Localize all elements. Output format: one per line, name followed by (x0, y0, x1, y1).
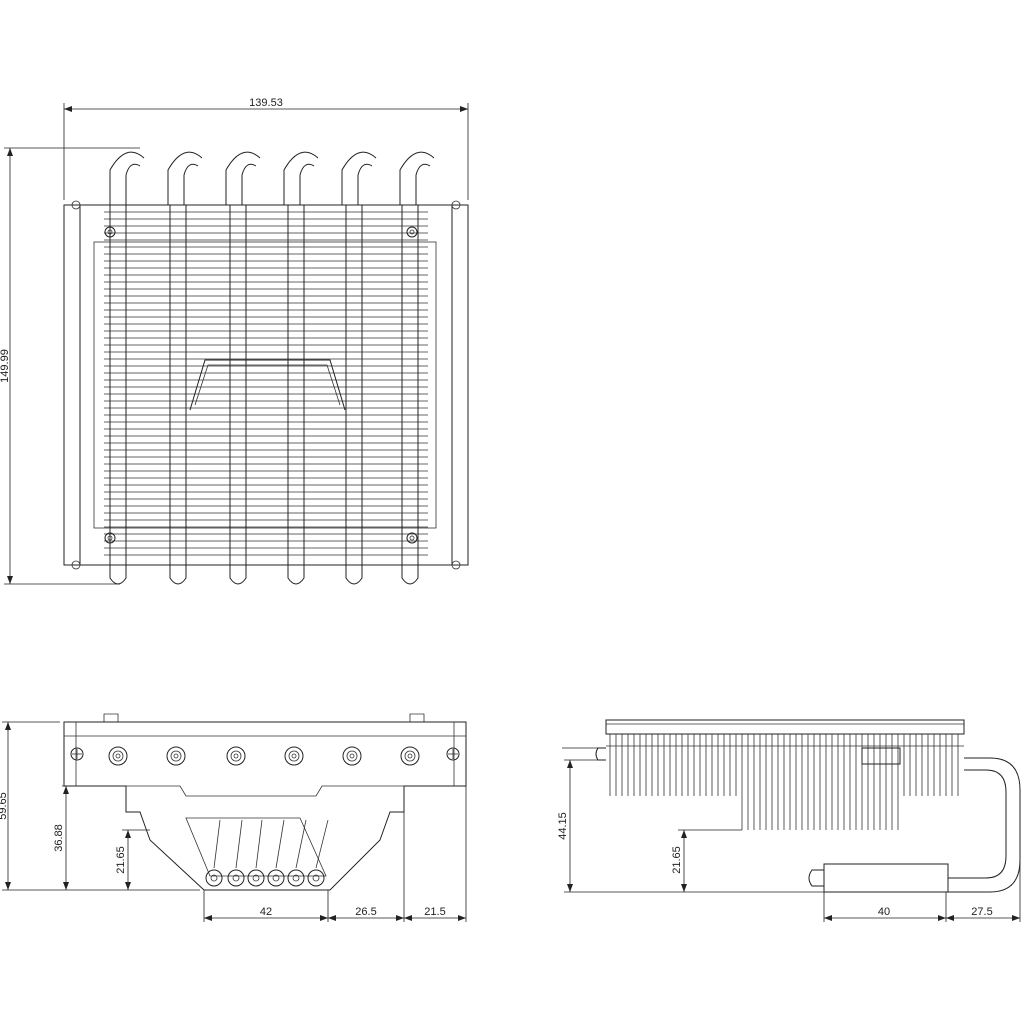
heat-pipe (401, 204, 419, 585)
heat-pipe (169, 204, 187, 585)
screw-icon (104, 226, 116, 238)
dimension-width: 139.53 (63, 97, 469, 200)
total-height-label: 59.65 (0, 792, 9, 820)
dimension-mid-height: 36.88 (53, 785, 126, 890)
base-pipe-icon (227, 869, 245, 887)
dimension-side-base-height: 21.65 (671, 829, 742, 892)
heat-pipe (345, 204, 363, 585)
mounting-screws (71, 200, 461, 570)
front-screw-right (446, 747, 460, 761)
side-view: 44.15 21.65 40 27.5 (557, 719, 1021, 922)
heat-pipes (109, 151, 435, 585)
right-offset-label: 26.5 (355, 906, 376, 918)
side-base (823, 863, 949, 893)
front-screw-left (70, 747, 84, 761)
pipe-end-icon (166, 746, 186, 766)
side-total-height-label: 44.15 (557, 812, 569, 840)
right-edge-label: 21.5 (424, 906, 445, 918)
front-view: 59.65 36.88 21.65 (0, 713, 467, 922)
dimension-base-width: 42 26.5 21.5 (203, 786, 467, 922)
screw-icon (104, 532, 116, 544)
height-label: 149.99 (0, 349, 11, 383)
heat-pipe (287, 204, 305, 585)
pipe-end-icon (226, 746, 246, 766)
pipe-offset-label: 27.5 (971, 906, 992, 918)
width-label: 139.53 (249, 97, 283, 109)
mounting-bracket (189, 359, 346, 411)
screw-icon (406, 532, 418, 544)
base-height-label: 21.65 (115, 846, 127, 874)
top-view: 139.53 149.99 (0, 97, 469, 585)
dimension-side-lengths: 40 27.5 (823, 860, 1021, 922)
dimension-side-height: 44.15 (557, 747, 824, 893)
pipe-end-icon (400, 746, 420, 766)
dimension-base-height: 21.65 (115, 829, 150, 890)
front-view-outline (63, 721, 467, 891)
base-pipe-ends (205, 869, 325, 887)
heat-pipe-ends (108, 746, 420, 869)
side-base-height-label: 21.65 (671, 846, 683, 874)
dimension-height: 149.99 (0, 147, 140, 585)
base-pipe-icon (247, 869, 265, 887)
screw-icon (406, 226, 418, 238)
pipe-end-icon (342, 746, 362, 766)
fin-stack (104, 211, 428, 556)
base-pipe-icon (267, 869, 285, 887)
base-pipe-icon (205, 869, 223, 887)
pipe-end-icon (284, 746, 304, 766)
pipe-end-icon (108, 746, 128, 766)
side-heat-pipe (948, 757, 1021, 893)
mid-height-label: 36.88 (53, 824, 65, 852)
top-view-frame (63, 204, 469, 566)
base-length-label: 40 (878, 906, 890, 918)
top-plate (605, 719, 965, 735)
base-pipe-icon (307, 869, 325, 887)
heat-pipe (229, 204, 247, 585)
side-fin-stack (606, 734, 964, 830)
base-width-label: 42 (260, 906, 272, 918)
base-pipe-icon (287, 869, 305, 887)
dimension-total-height: 59.65 (0, 721, 200, 891)
